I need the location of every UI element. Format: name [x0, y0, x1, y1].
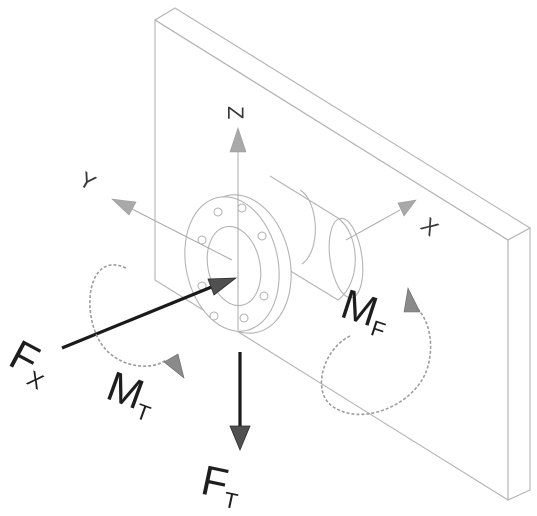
y-axis-label: Y — [75, 167, 100, 196]
transverse-force-ft: FT — [197, 352, 251, 514]
bolt-hole — [259, 291, 269, 301]
x-axis-arrowhead — [397, 199, 417, 217]
bolt-hole — [237, 203, 247, 213]
nut-cylinder-seam — [299, 189, 316, 265]
flange-nut — [184, 175, 364, 334]
fx-label: FX — [0, 331, 60, 395]
ft-label: FT — [197, 456, 246, 514]
wall-plate-side-face — [507, 227, 531, 501]
mf-moment-arc — [320, 305, 432, 416]
mt-moment-arc — [89, 264, 167, 367]
wall-plate-front-face — [154, 19, 509, 501]
z-axis-label: Z — [223, 106, 248, 119]
y-axis-arrowhead — [111, 198, 137, 216]
ft-subscript: T — [222, 487, 240, 514]
bolt-hole — [209, 311, 219, 321]
mt-label: MT — [100, 362, 163, 426]
fx-arrowhead — [207, 277, 238, 296]
nut-cylinder-end — [328, 217, 364, 299]
x-axis-label: X — [416, 212, 444, 241]
torque-moment-mt: MT — [89, 264, 185, 427]
nut-cylinder-body — [265, 175, 356, 301]
x-axis-line — [345, 209, 401, 241]
bolt-hole — [257, 231, 267, 241]
ft-arrowhead — [229, 425, 251, 452]
flange-disc-front — [184, 196, 280, 332]
z-axis-arrowhead — [229, 127, 247, 153]
bolt-hole — [197, 235, 207, 245]
flange-bore — [206, 225, 262, 307]
mt-arrowhead — [163, 353, 185, 379]
wall-plate — [153, 7, 532, 501]
y-axis-line — [129, 207, 233, 261]
fx-force-line — [61, 284, 215, 350]
mf-label: MF — [335, 280, 397, 343]
mf-arrowhead — [403, 287, 421, 313]
bolt-hole — [213, 207, 223, 217]
bolt-hole — [239, 313, 249, 323]
